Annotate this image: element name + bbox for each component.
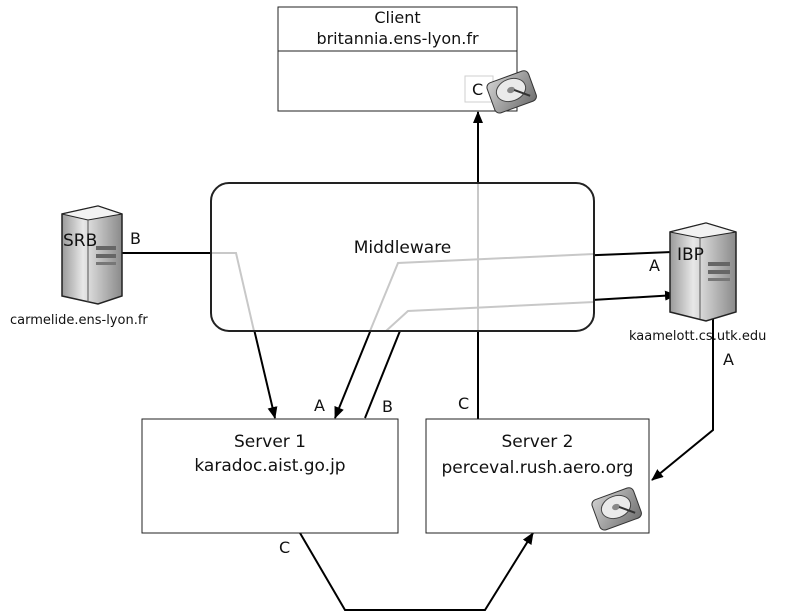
- edge-ibp-to-server2: [651, 305, 714, 481]
- server1-title: Server 1: [234, 432, 306, 452]
- middleware-label: Middleware: [353, 238, 452, 258]
- middleware-box: [210, 182, 595, 332]
- server1-host: karadoc.aist.go.jp: [194, 456, 346, 476]
- ibp-edge-label-left: A: [649, 256, 660, 275]
- server2-out-c-label: C: [458, 394, 470, 413]
- middleware-box-fill: [211, 183, 594, 331]
- server1-in-a-label: A: [314, 396, 325, 415]
- srb-host: carmelide.ens-lyon.fr: [10, 313, 148, 328]
- ibp-host: kaamelott.cs.utk.edu: [629, 329, 767, 344]
- edge-server1-to-server2: [299, 532, 534, 611]
- server2-title: Server 2: [501, 432, 574, 452]
- client-drive-label: C: [472, 80, 484, 99]
- hard-disk-icon: [591, 487, 642, 531]
- client-title: Client: [374, 8, 421, 27]
- server1-out-c-label: C: [279, 538, 291, 557]
- server1-box: [141, 418, 399, 534]
- server1-in-b-label: B: [382, 397, 393, 416]
- srb-edge-label: B: [130, 229, 141, 248]
- srb-label: SRB: [63, 231, 98, 251]
- server-tower-icon: [61, 205, 123, 305]
- hard-disk-icon: [486, 70, 537, 114]
- server-tower-icon: [669, 222, 737, 322]
- middleware-faded-edges: [211, 183, 595, 332]
- client-host: britannia.ens-lyon.fr: [316, 29, 479, 48]
- ibp-label: IBP: [677, 245, 704, 265]
- server2-host: perceval.rush.aero.org: [441, 458, 634, 478]
- ibp-edge-label-down: A: [723, 350, 734, 369]
